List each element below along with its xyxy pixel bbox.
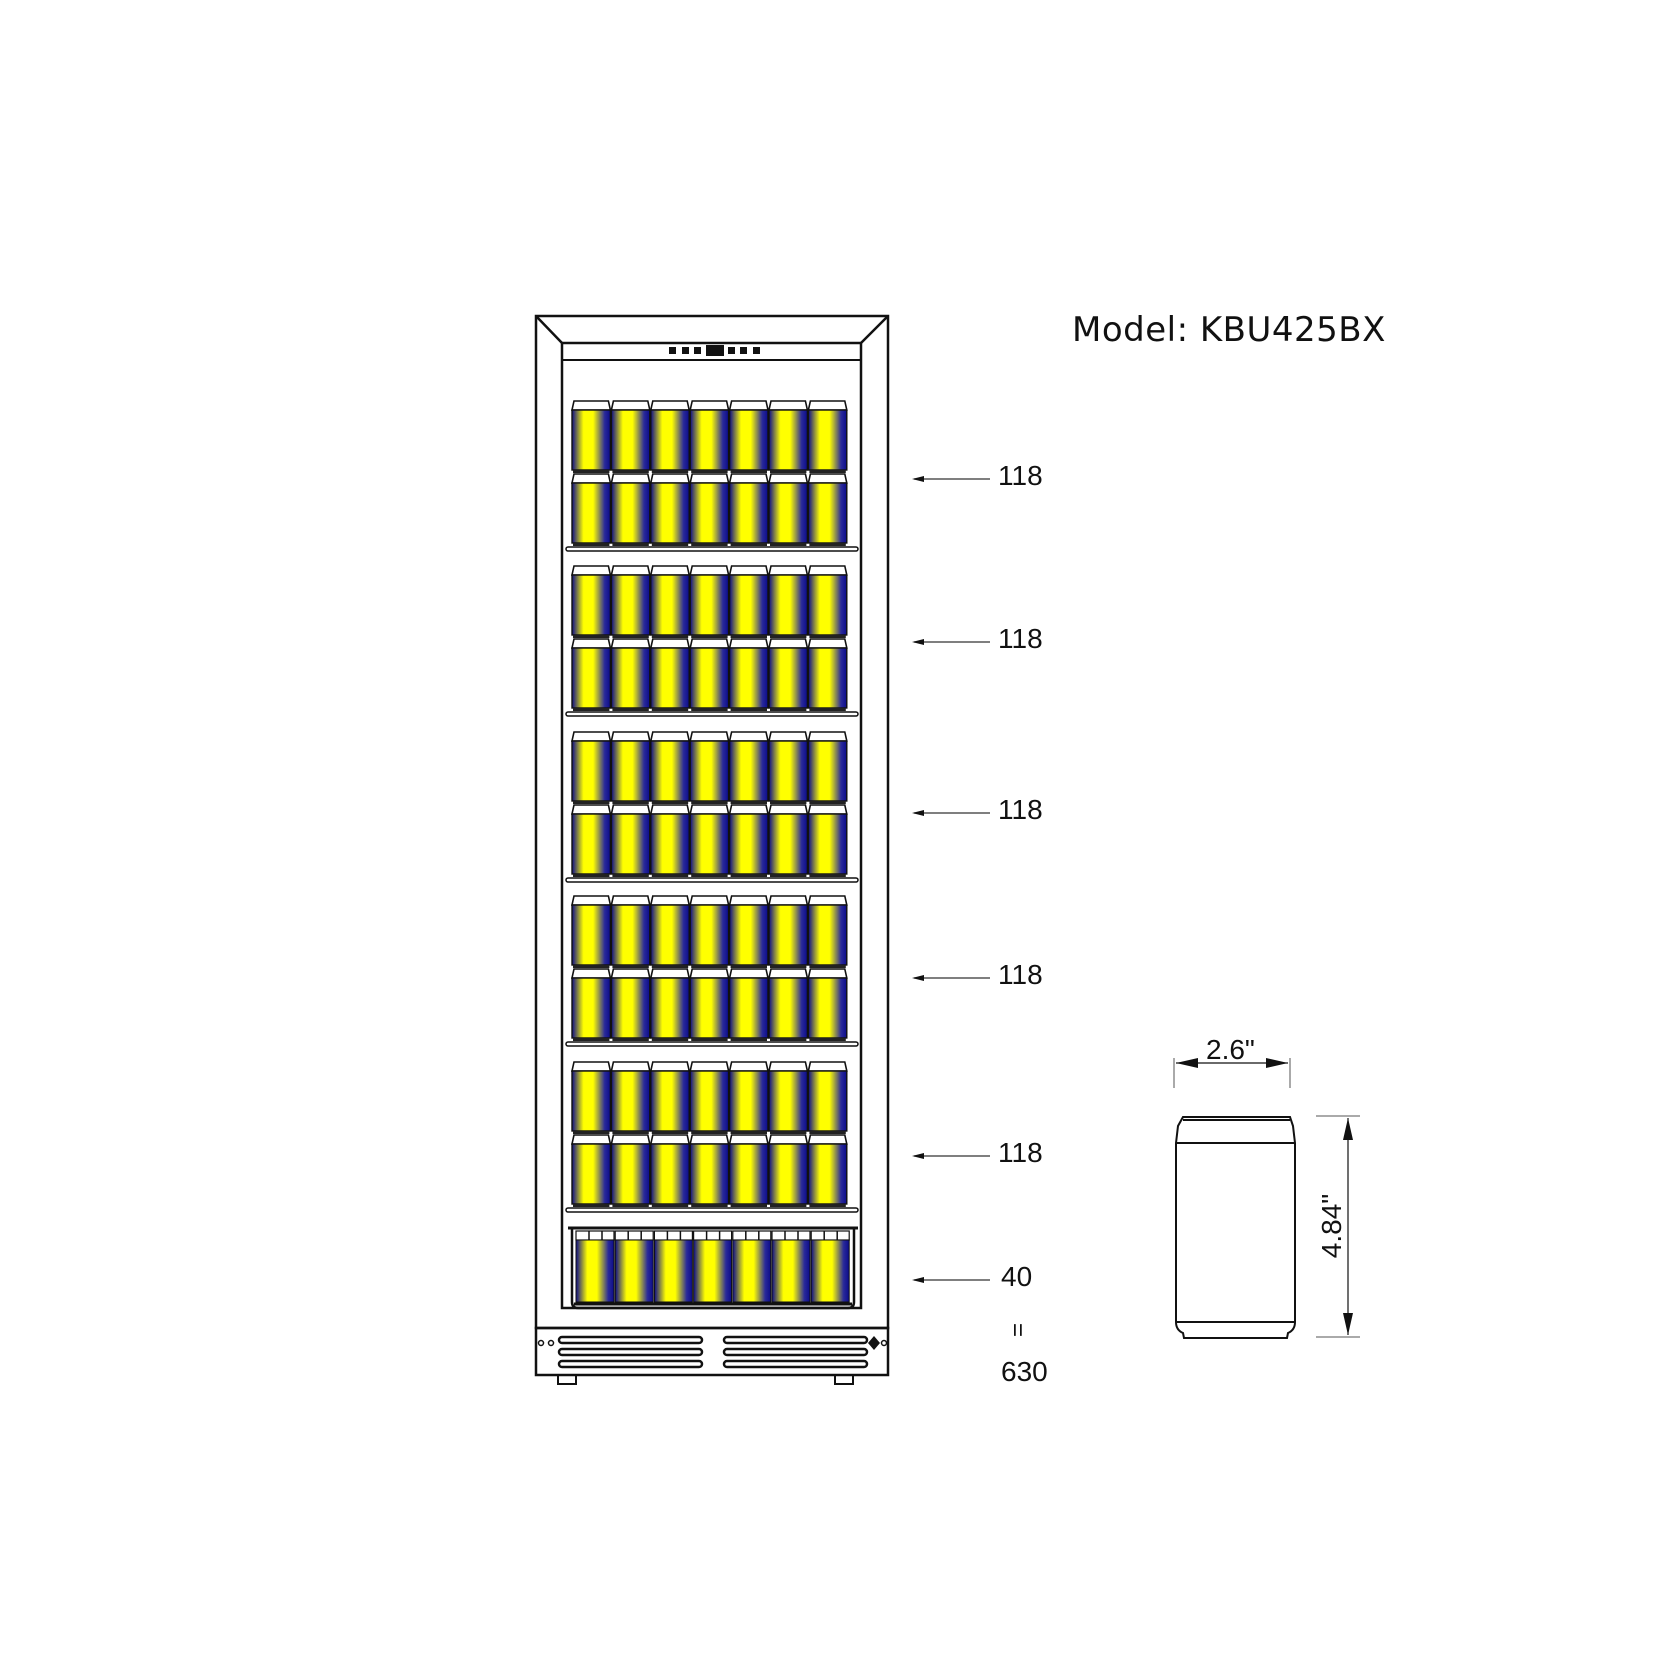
shelf-4: [565, 895, 859, 1047]
diamond-icon: [868, 1336, 880, 1350]
drawer-capacity: 40: [1001, 1261, 1033, 1292]
shelf-2: [565, 565, 859, 717]
control-panel: [669, 345, 760, 356]
can-width-label: 2.6": [1206, 1034, 1255, 1065]
bottom-drawer: [568, 1226, 858, 1310]
equals-sign: =: [1004, 1322, 1032, 1338]
shelf-4-capacity: 118: [998, 959, 1043, 990]
shelves: [565, 400, 859, 1213]
base-grille: [534, 1326, 890, 1385]
can-dimension-diagram: [1173, 1058, 1360, 1339]
shelf-5: [565, 1061, 859, 1213]
shelf-2-capacity: 118: [998, 623, 1043, 654]
model-title: Model: KBU425BX: [1072, 310, 1386, 350]
shelf-3-capacity: 118: [998, 794, 1043, 825]
shelf-1: [565, 400, 859, 552]
capacity-arrows: [912, 476, 990, 1283]
shelf-5-capacity: 118: [998, 1137, 1043, 1168]
shelf-1-capacity: 118: [998, 460, 1043, 491]
total-capacity: 630: [1001, 1356, 1048, 1387]
can-height-label: 4.84": [1316, 1193, 1348, 1259]
shelf-3: [565, 731, 859, 883]
